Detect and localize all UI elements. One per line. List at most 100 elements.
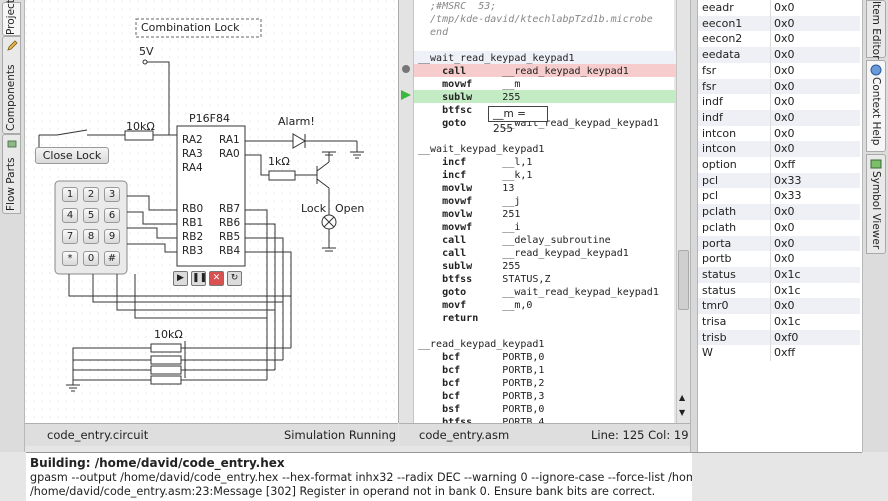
asm-line[interactable]: bcf PORTB,1 (442, 365, 545, 376)
keypad-key-1[interactable]: 1 (62, 187, 78, 202)
asm-line[interactable]: movlw 13 (442, 183, 515, 194)
asm-line[interactable]: bcf PORTB,3 (442, 391, 545, 402)
pin-rb4: RB4 (219, 245, 241, 257)
tab-flow-parts[interactable]: Flow Parts (2, 134, 21, 214)
pin-ra3: RA3 (182, 148, 203, 160)
message-line: Building: /home/david/code_entry.hex (30, 456, 285, 470)
circuit-canvas[interactable]: Combination Lock 5V 10kΩ P16F84 Alarm! 1… (25, 0, 399, 423)
asm-line[interactable]: movf __m,0 (442, 300, 533, 311)
asm-line[interactable]: incf __l,1 (442, 157, 533, 168)
column-divider (770, 78, 771, 95)
right-tab-bar: Item Editor Context Help Symbol Viewer (862, 0, 888, 452)
asm-line[interactable]: btfss STATUS,Z (442, 274, 551, 285)
asm-line[interactable]: sublw 255 (442, 92, 521, 103)
tab-item-editor[interactable]: Item Editor (866, 0, 886, 59)
asm-line[interactable]: movwf __i (442, 222, 521, 233)
asm-line[interactable]: goto __wait_read_keypad_keypad1 (442, 287, 659, 298)
keypad-key-hash[interactable]: # (104, 251, 120, 266)
tab-projects[interactable]: Projects (2, 0, 21, 36)
register-name: eecon2 (702, 32, 743, 46)
asm-line[interactable]: __wait_read_keypad_keypad1 (418, 53, 575, 64)
asm-line[interactable]: call __delay_subroutine (442, 235, 611, 246)
asm-line[interactable]: return (442, 313, 479, 324)
tab-context-help[interactable]: Context Help (866, 60, 886, 152)
column-divider (770, 266, 771, 283)
asm-line[interactable]: /tmp/kde-david/ktechlabpTzd1b.microbe (418, 14, 653, 25)
keypad-key-star[interactable]: * (62, 251, 78, 266)
close-lock-button[interactable]: Close Lock (35, 147, 109, 164)
stop-icon[interactable]: ✕ (209, 271, 224, 286)
asm-line[interactable]: ;#MSRC 53; (418, 1, 497, 12)
asm-line[interactable]: btfsc (442, 105, 473, 116)
asm-line[interactable]: btfss PORTB,4 (418, 416, 544, 429)
tab-symbol-viewer[interactable]: Symbol Viewer (866, 154, 886, 254)
asm-line[interactable]: call __read_keypad_keypad1 (442, 66, 629, 77)
keypad-key-0[interactable]: 0 (83, 251, 99, 266)
run-icon[interactable]: ▶ (173, 271, 188, 286)
asm-line[interactable]: bsf PORTB,0 (442, 404, 545, 415)
asm-gutter[interactable] (399, 0, 414, 423)
asm-line[interactable]: sublw 255 (442, 261, 521, 272)
reset-icon[interactable]: ↻ (227, 271, 242, 286)
execution-line-highlight (414, 90, 676, 103)
keypad-key-4[interactable]: 4 (62, 208, 78, 223)
register-name: porta (702, 236, 732, 250)
keypad-key-8[interactable]: 8 (83, 229, 99, 244)
asm-line[interactable]: incf __k,1 (442, 170, 533, 181)
keypad-key-6[interactable]: 6 (104, 208, 120, 223)
keypad-key-2[interactable]: 2 (83, 187, 99, 202)
scroll-up-icon[interactable]: ▲ (679, 393, 686, 402)
register-name: indf (702, 110, 723, 124)
keypad-key-7[interactable]: 7 (62, 229, 78, 244)
register-name: trisb (702, 330, 727, 344)
asm-line[interactable]: movwf __m (442, 79, 521, 90)
asm-line[interactable]: goto __wait_read_keypad_keypad1 (442, 118, 659, 129)
column-divider (770, 345, 771, 362)
asm-line[interactable]: call __read_keypad_keypad1 (442, 248, 629, 259)
asm-line[interactable]: __read_keypad_keypad1 (418, 339, 545, 350)
asm-scroll-thumb[interactable] (678, 250, 689, 310)
symbol-icon (870, 159, 882, 169)
asm-line[interactable]: movwf __j (442, 196, 521, 207)
asm-line[interactable]: bcf PORTB,2 (442, 378, 545, 389)
keypad-key-3[interactable]: 3 (104, 187, 120, 202)
scroll-down-icon[interactable]: ▼ (679, 408, 686, 417)
pin-rb3: RB3 (182, 245, 204, 257)
asm-line[interactable]: movlw 251 (442, 209, 521, 220)
pause-icon[interactable]: ❚❚ (191, 271, 207, 286)
keypad-key-5[interactable]: 5 (83, 208, 99, 223)
keypad-key-9[interactable]: 9 (104, 229, 120, 244)
register-name: eedata (702, 48, 741, 62)
build-messages[interactable]: Building: /home/david/code_entry.hex gpa… (26, 452, 692, 501)
pane-splitter[interactable] (690, 0, 698, 452)
asm-line[interactable]: end (418, 27, 449, 38)
asm-line[interactable]: __wait_keypad_keypad1 (418, 144, 545, 155)
tab-components[interactable]: Components (2, 36, 21, 134)
asm-line[interactable]: bcf PORTB,0 (442, 352, 545, 363)
asm-scrollbar[interactable]: ▲ ▼ (676, 0, 691, 423)
